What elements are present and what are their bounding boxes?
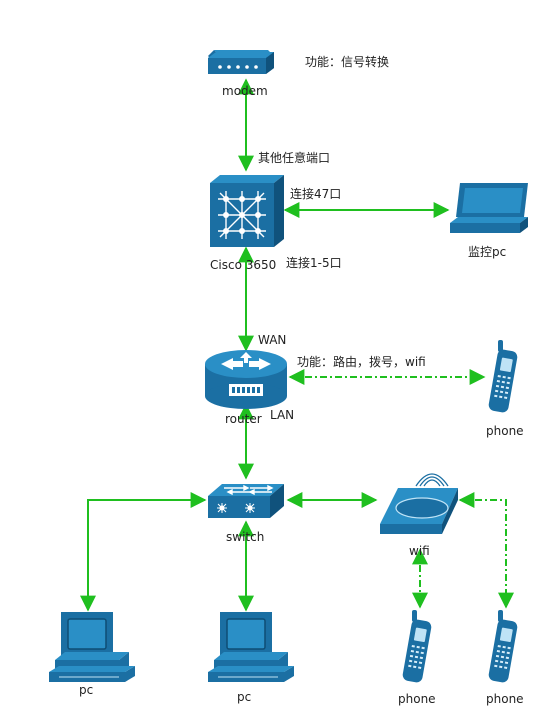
router-icon — [205, 350, 287, 409]
core-monitor-link-label: 连接47口 — [290, 187, 342, 201]
phone-icon — [401, 610, 433, 684]
modem-core-link-label: 其他任意端口 — [258, 151, 331, 165]
phone-mid-label: phone — [398, 692, 436, 706]
switch-label: switch — [226, 530, 265, 544]
router-label: router — [225, 412, 262, 426]
core-router-link-label: 连接1-5口 — [286, 256, 342, 270]
monitor-pc-label: 监控pc — [468, 245, 507, 259]
core-switch-label: Cisco 3650 — [210, 258, 277, 272]
wifi-ap-icon — [380, 473, 458, 534]
modem-note: 功能：信号转换 — [305, 55, 390, 69]
desktop-pc-icon — [48, 611, 136, 683]
modem-label: modem — [222, 84, 268, 98]
link-switch-pc-left — [80, 492, 207, 612]
phone-icon — [487, 610, 519, 684]
layer3-switch-icon — [210, 175, 284, 247]
phone-icon — [487, 340, 519, 414]
desktop-pc-icon — [207, 611, 295, 683]
pc-left-label: pc — [79, 683, 94, 697]
laptop-icon — [450, 183, 528, 233]
router-phone-label: phone — [486, 424, 524, 438]
switch-icon — [208, 484, 284, 518]
pc-mid-label: pc — [237, 690, 252, 704]
wifi-label: wifi — [409, 544, 430, 558]
link-wifi-phone-right — [458, 492, 514, 609]
phone-right-label: phone — [486, 692, 524, 706]
router-wan-label: WAN — [258, 333, 287, 347]
modem-icon — [208, 50, 274, 74]
router-lan-label: LAN — [270, 408, 295, 422]
router-note: 功能：路由，拨号，wifi — [297, 355, 426, 369]
